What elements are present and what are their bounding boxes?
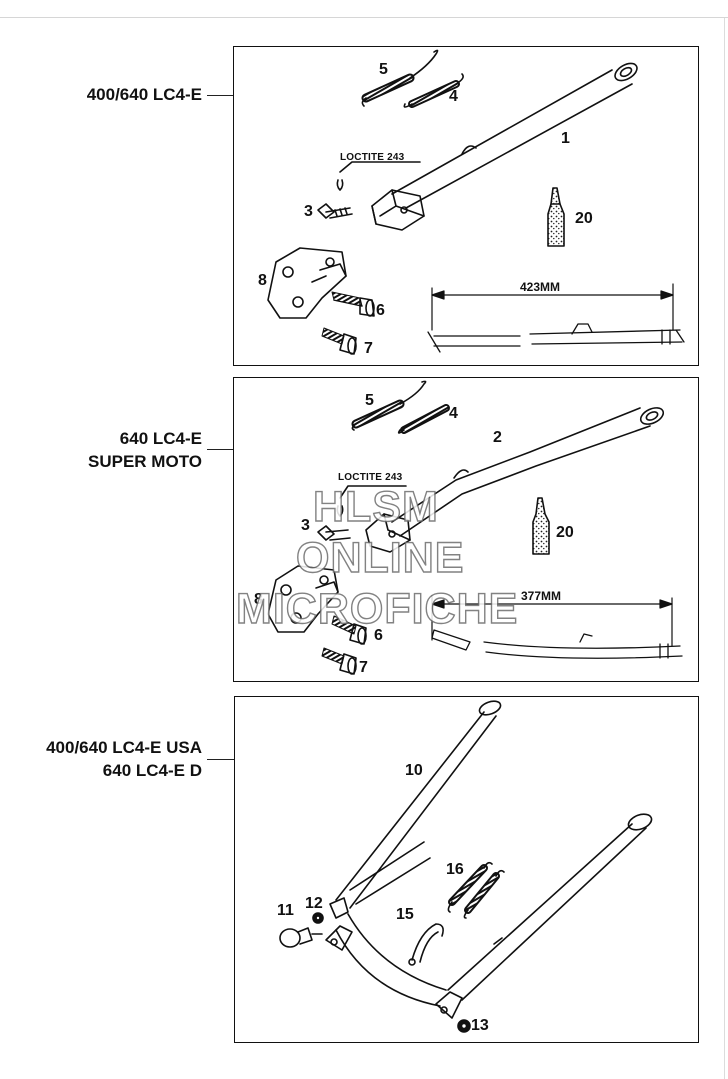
watermark-line-1: HLSM <box>312 482 439 531</box>
spring-5-s2 <box>351 380 427 431</box>
spring-16-s3 <box>447 861 505 919</box>
dimension-377mm <box>431 595 673 647</box>
dimension-label-s1: 423MM <box>520 280 561 294</box>
bolt-7-s1 <box>321 327 357 355</box>
spring-4-s2 <box>397 404 450 434</box>
bracket-15-s3 <box>408 923 444 966</box>
bolt-6-s1 <box>331 291 375 317</box>
bolt-7-s2 <box>321 647 357 675</box>
nut-13-s3 <box>457 1019 471 1033</box>
part-number-12-s3: 12 <box>305 895 323 912</box>
model-label-section-1: 400/640 LC4-E <box>86 85 202 104</box>
bracket-8-s1 <box>267 247 347 319</box>
bracket-8-s2 <box>267 565 339 633</box>
part-number-5-s2: 5 <box>365 392 374 409</box>
model-label-section-3: 400/640 LC4-E USA 640 LC4-E D <box>46 738 202 780</box>
dimension-423mm <box>431 283 674 331</box>
part-number-3-s2: 3 <box>301 517 310 534</box>
bolt-3-s2 <box>317 485 407 541</box>
part-number-6-s1: 6 <box>376 302 385 319</box>
stand-side-profile-s1 <box>427 323 685 353</box>
panel-section-3 <box>234 696 699 1043</box>
part-number-4-s1: 4 <box>449 88 458 105</box>
loctite-label-s1: LOCTITE 243 <box>340 152 405 163</box>
loctite-bottle-20-s2 <box>532 497 550 555</box>
leader-line-section-3 <box>207 759 234 760</box>
watermark-line-2: ONLINE <box>295 533 465 582</box>
spring-4-s1 <box>403 73 464 108</box>
part-number-8-s1: 8 <box>258 272 267 289</box>
panel-section-2 <box>233 377 699 682</box>
part-number-4-s2: 4 <box>449 405 458 422</box>
part-number-7-s1: 7 <box>364 340 373 357</box>
bolt-3-s1 <box>317 161 421 219</box>
loctite-bottle-20-s1 <box>547 187 565 247</box>
spring-5-s1 <box>361 49 439 107</box>
part-number-11-s3: 11 <box>277 902 294 919</box>
part-number-1-s1: 1 <box>561 130 570 147</box>
page-top-rule <box>0 17 728 18</box>
part-number-15-s3: 15 <box>396 906 414 923</box>
part-number-10-s3: 10 <box>405 762 423 779</box>
washer-12-s3 <box>312 912 324 924</box>
part-number-3-s1: 3 <box>304 203 313 220</box>
part-number-16-s3: 16 <box>446 861 464 878</box>
part-number-13-s3: 13 <box>471 1017 489 1034</box>
leader-line-section-1 <box>207 95 233 96</box>
bolt-6-s2 <box>331 615 367 645</box>
part-number-20-s2: 20 <box>556 524 574 541</box>
part-number-8-s2: 8 <box>254 591 263 608</box>
part-number-5-s1: 5 <box>379 61 388 78</box>
watermark-line-3: MICROFICHE <box>235 584 519 633</box>
part-number-20-s1: 20 <box>575 210 593 227</box>
model-label-section-2: 640 LC4-E SUPER MOTO <box>88 429 202 471</box>
knob-11-s3 <box>279 927 323 948</box>
side-stand-2 <box>365 407 665 553</box>
part-number-2-s2: 2 <box>493 429 502 446</box>
dimension-label-s2: 377MM <box>521 589 562 603</box>
part-number-6-s2: 6 <box>374 627 383 644</box>
loctite-label-s2: LOCTITE 243 <box>338 472 403 483</box>
page-right-rule <box>724 18 725 1079</box>
side-stand-1 <box>371 62 638 231</box>
leader-line-section-2 <box>207 449 233 450</box>
stand-side-profile-s2 <box>431 629 683 659</box>
part-number-7-s2: 7 <box>359 659 368 676</box>
center-stand-10 <box>325 700 653 1019</box>
